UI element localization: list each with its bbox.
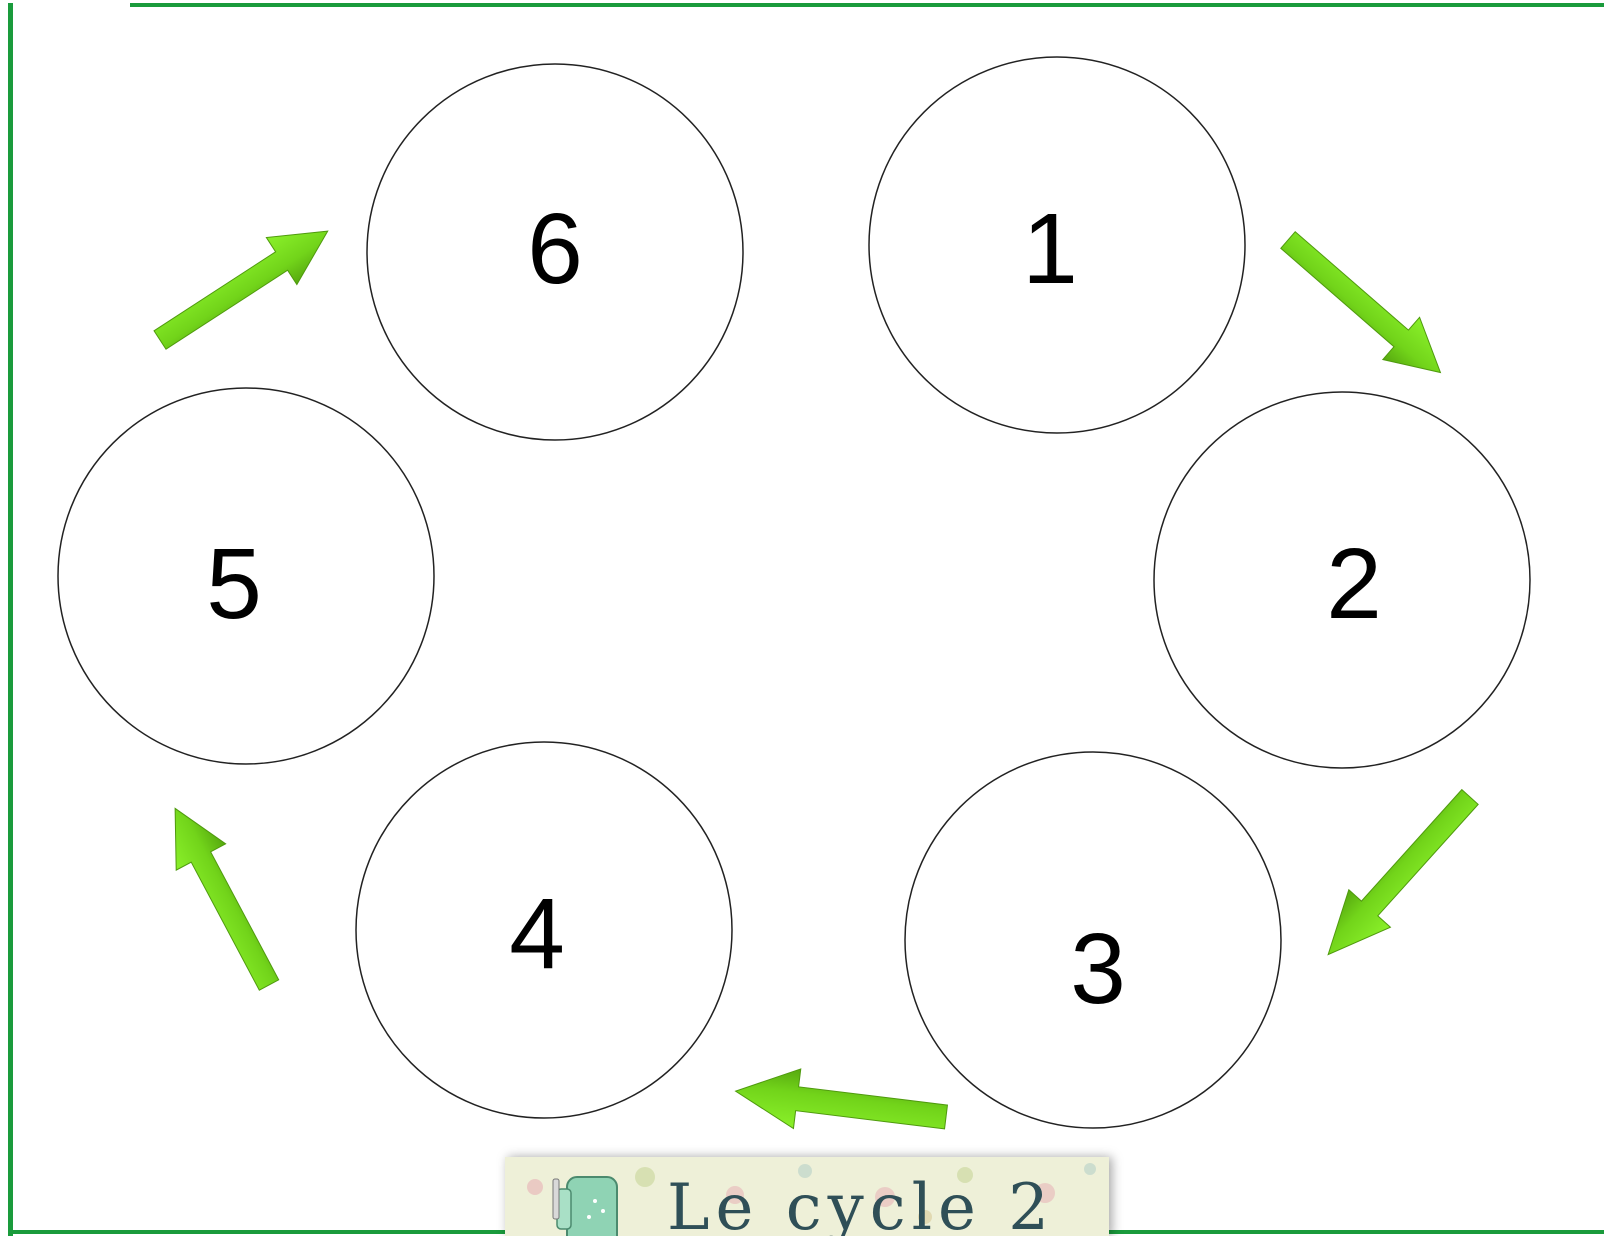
- step-label-6: 6: [527, 193, 583, 305]
- step-label-5: 5: [206, 528, 262, 640]
- arrow-2-to-3: [1307, 778, 1490, 973]
- arrow-3-to-4: [732, 1061, 950, 1146]
- step-label-4: 4: [509, 878, 565, 990]
- arrow-5-to-6: [145, 208, 343, 364]
- step-label-3: 3: [1070, 913, 1126, 1025]
- banner-title: Le cycle 2: [667, 1171, 1055, 1236]
- arrow-1-to-2: [1270, 219, 1459, 394]
- schoolbag-icon: [545, 1171, 625, 1236]
- cycle-2-banner: Le cycle 2: [505, 1157, 1109, 1236]
- step-label-2: 2: [1326, 528, 1382, 640]
- step-label-1: 1: [1022, 193, 1078, 305]
- arrow-4-to-5: [150, 795, 293, 998]
